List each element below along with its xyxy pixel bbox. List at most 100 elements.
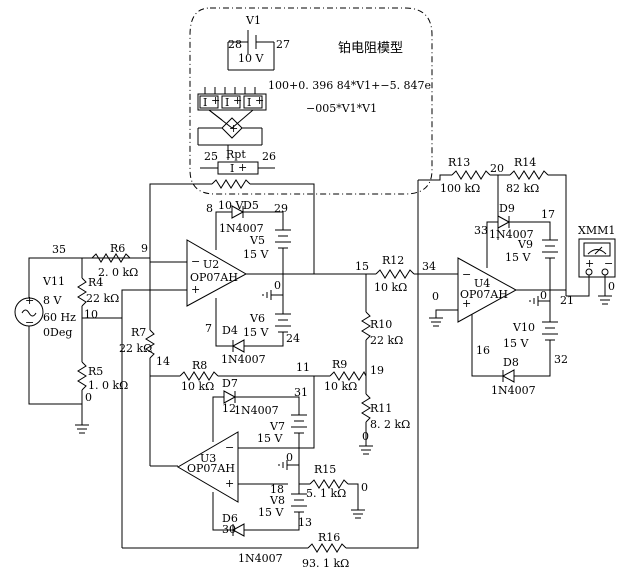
v7-value: 15 V: [257, 432, 283, 445]
v1-battery: [227, 30, 275, 71]
r15-name: R15: [314, 463, 336, 476]
node-0-label-b: 0: [274, 279, 281, 292]
r15-resistor: [309, 479, 349, 489]
r8-resistor: [179, 371, 219, 381]
r7-value: 22 kΩ: [119, 342, 152, 355]
u4-model: OP07AH: [460, 288, 508, 301]
node-0-label-d: 0: [286, 451, 293, 464]
r10-name: R10: [370, 318, 392, 331]
r8-name: R8: [192, 359, 207, 372]
v1-value: 10 V: [238, 52, 264, 65]
r4-name: R4: [88, 276, 103, 289]
d7-diode: [223, 390, 237, 404]
wire-top-left: [149, 183, 212, 258]
v11-amp: 8 V: [43, 294, 62, 307]
r4-value: 22 kΩ: [86, 292, 119, 305]
wire-d9-v9: [509, 221, 551, 240]
node-7-label: 7: [205, 322, 212, 335]
model-expr-line1: 100+0. 396 84*V1+−5. 847e: [268, 79, 431, 92]
wire-node35: [28, 257, 150, 298]
v8-name: V8: [269, 494, 285, 507]
wire-u4-vpos: [486, 221, 498, 268]
d5-diode: [231, 205, 245, 219]
wire-u3-vpos: [212, 396, 224, 442]
node-20-label: 20: [490, 162, 504, 175]
r12-name: R12: [382, 254, 404, 267]
r12-resistor: [375, 269, 415, 279]
ground-symbol-r15: [351, 509, 365, 519]
ground-symbol-meter: [598, 295, 612, 305]
u2-name: U2: [203, 258, 219, 271]
node-28-label: 28: [228, 38, 242, 51]
v9-name: V9: [517, 238, 533, 251]
v8-value: 15 V: [258, 506, 284, 519]
v9-value: 15 V: [505, 251, 531, 264]
r16-value: 93. 1 kΩ: [302, 557, 349, 570]
wire-u2-inv: [149, 258, 187, 263]
node-34-label: 34: [422, 260, 436, 273]
wire-v11-bottom: [28, 326, 82, 405]
r6-value: 2. 0 kΩ: [98, 266, 138, 279]
svg-text:−: −: [225, 441, 234, 454]
v10-value: 15 V: [503, 337, 529, 350]
xmm1-label: XMM1: [578, 224, 615, 237]
svg-text:−: −: [25, 316, 34, 329]
ground-symbol-u2: [262, 290, 283, 300]
r14-value: 82 kΩ: [506, 182, 539, 195]
wire-v8-d6: [244, 512, 300, 531]
node-16-label: 16: [476, 344, 490, 357]
d9-name: D9: [499, 202, 515, 215]
v1-label: V1: [245, 14, 261, 27]
wire-u3-vneg: [212, 492, 233, 531]
ground-symbol-r5: [75, 424, 89, 434]
svg-text:+: +: [238, 161, 247, 174]
r11-name: R11: [370, 402, 392, 415]
r13-resistor: [451, 170, 491, 180]
wire-u2-vpos: [215, 211, 232, 250]
v7-name: V7: [269, 420, 285, 433]
node-33-label: 33: [474, 224, 488, 237]
v5-volt-top: 10 V: [218, 199, 244, 212]
r9-value: 10 kΩ: [324, 380, 357, 393]
node-25-label: 25: [204, 150, 218, 163]
node-12-label: 12: [222, 402, 236, 415]
ground-symbol-r11: [359, 445, 373, 455]
d4-name: D4: [222, 324, 238, 337]
wire-r14-right: [548, 174, 567, 296]
node-19-label: 19: [370, 364, 384, 377]
wire-r13-left: [418, 174, 452, 181]
v6-name: V6: [249, 312, 265, 325]
svg-text:+: +: [255, 94, 264, 107]
d5-name: D5: [243, 199, 259, 212]
svg-text:+: +: [25, 294, 34, 307]
svg-text:+: +: [229, 122, 238, 135]
wire-d5-v5: [243, 211, 284, 230]
node-10-label: 10: [84, 308, 98, 321]
node-0-label-g: 0: [540, 289, 547, 302]
r13-name: R13: [448, 156, 470, 169]
svg-text:I: I: [247, 96, 251, 109]
r7-resistor: [145, 329, 155, 359]
d8-name: D8: [503, 356, 519, 369]
v5-value: 15 V: [243, 248, 269, 261]
model-expr-line2: −005*V1*V1: [306, 102, 377, 115]
model-title: 铂电阻模型: [338, 40, 403, 56]
svg-text:+: +: [233, 94, 242, 107]
r6-name: R6: [110, 242, 125, 255]
ground-symbol-u4: [429, 317, 443, 327]
multimeter-icon: + −: [578, 238, 616, 278]
svg-text:I: I: [203, 96, 207, 109]
r4-resistor: [77, 277, 87, 307]
model-group-border: [189, 7, 433, 195]
r9-name: R9: [332, 358, 347, 371]
node-11-label: 11: [296, 361, 310, 374]
svg-text:+: +: [585, 257, 594, 270]
wire-r15-gnd: [348, 483, 359, 510]
node-8-label: 8: [206, 202, 213, 215]
d9-diode: [497, 215, 511, 229]
svg-text:−: −: [604, 257, 613, 270]
r14-name: R14: [514, 156, 536, 169]
v5-name: V5: [249, 234, 265, 247]
r11-resistor: [361, 393, 371, 423]
ground-symbol-u4-supply: [529, 296, 550, 306]
